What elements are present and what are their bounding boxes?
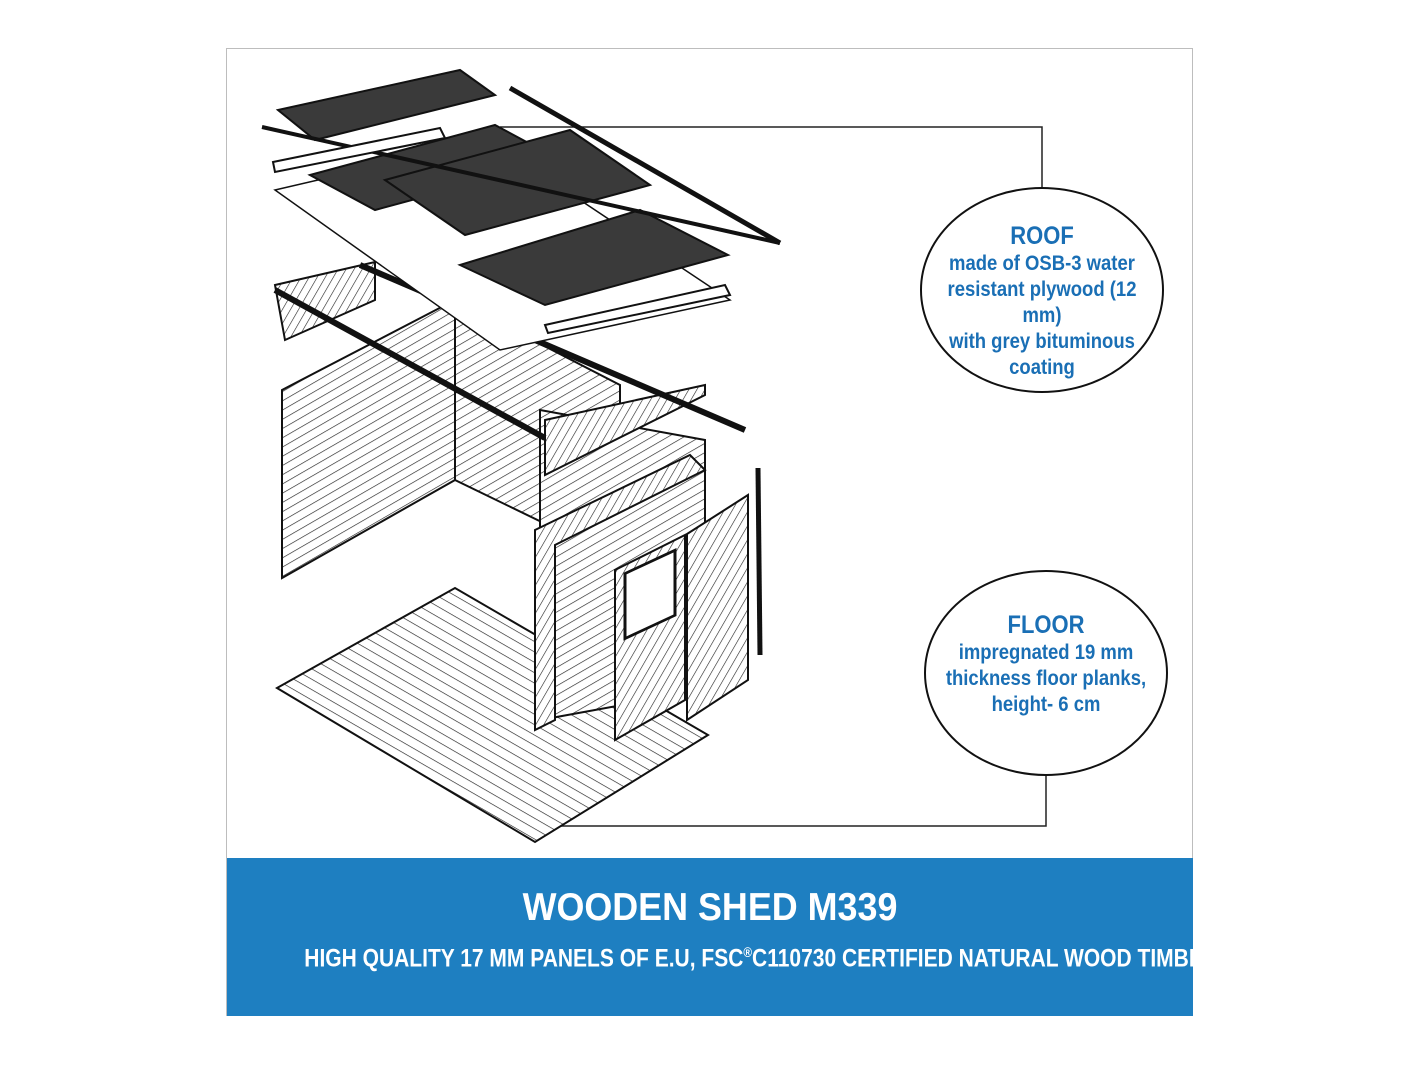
floor-title: FLOOR <box>1007 611 1085 639</box>
roof-panel <box>457 208 731 307</box>
product-title: WOODEN SHED M339 <box>522 886 898 929</box>
door-window <box>623 548 677 641</box>
front-frame <box>534 453 707 732</box>
roof-bubble <box>920 187 1164 393</box>
door-right <box>686 493 749 722</box>
right-gable <box>544 383 706 477</box>
registered-mark: ® <box>743 944 753 960</box>
floor-leader-line <box>560 776 1047 827</box>
fascia <box>543 283 732 335</box>
roof-panel <box>275 68 498 142</box>
fascia <box>271 126 447 174</box>
subtitle-part-2: C110730 CERTIFIED NATURAL WOOD TIMBER <box>752 944 1219 973</box>
floor-callout: FLOOR impregnated 19 mm thickness floor … <box>916 611 1176 718</box>
roof-leader-line <box>500 126 1043 188</box>
roof-description: made of OSB-3 water resistant plywood (1… <box>947 252 1137 379</box>
left-gable <box>273 260 376 342</box>
floor-deck <box>275 586 710 844</box>
floor-description: impregnated 19 mm thickness floor planks… <box>945 641 1147 716</box>
door-post <box>755 467 763 656</box>
roof-title: ROOF <box>1010 222 1074 250</box>
roof-callout: ROOF made of OSB-3 water resistant plywo… <box>912 222 1172 381</box>
product-subtitle: HIGH QUALITY 17 MM PANELS OF E.U, FSC®C1… <box>304 944 1218 973</box>
floor-bubble <box>924 570 1168 776</box>
subtitle-part-1: HIGH QUALITY 17 MM PANELS OF E.U, FSC <box>304 944 744 973</box>
product-banner: WOODEN SHED M339 HIGH QUALITY 17 MM PANE… <box>227 858 1218 1016</box>
